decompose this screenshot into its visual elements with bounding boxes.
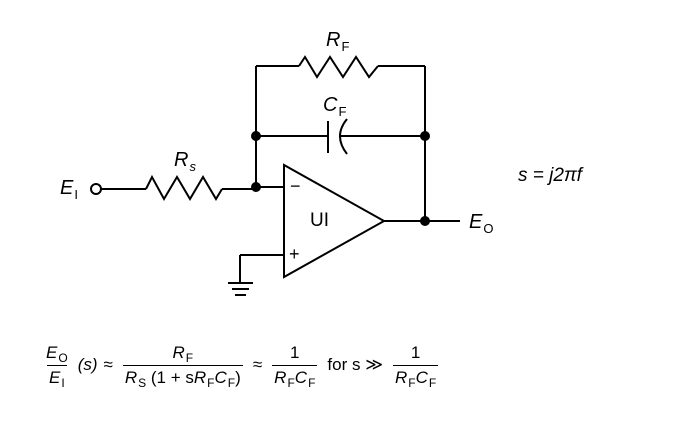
validity-condition: for s ≫ [327,355,383,374]
approx-transfer-fraction: 1 RFCF [272,342,318,390]
gain-ratio: EO EI [46,342,68,390]
exact-transfer-fraction: RF RS (1 + sRFCF) [122,342,243,390]
transfer-function-equation: EO EI (s) ≈ RF RS (1 + sRFCF) ≈ 1 RFCF f… [40,330,442,400]
opamp-triangle [283,163,387,279]
corner-frequency-fraction: 1 RFCF [393,342,439,390]
input-resistor-label: Rs [174,149,196,174]
input-terminal-label: EI [60,177,78,202]
laplace-argument: (s) [77,355,98,374]
approx-sign-1: ≈ [103,355,113,374]
output-terminal-label: EO [469,211,494,236]
frequency-definition: s = j2πf [518,165,582,186]
feedback-resistor-label: RF [326,29,350,54]
input-resistor [145,174,223,202]
approx-sign-2: ≈ [252,355,263,374]
feedback-resistor [298,55,379,79]
ground-icon [228,282,253,296]
opamp-noninverting-sign: + [289,244,300,264]
feedback-capacitor-label: CF [323,94,347,119]
opamp-inverting-sign: − [290,176,301,196]
input-terminal [90,183,102,195]
opamp-label: UI [310,210,329,231]
junction-output [420,216,430,226]
